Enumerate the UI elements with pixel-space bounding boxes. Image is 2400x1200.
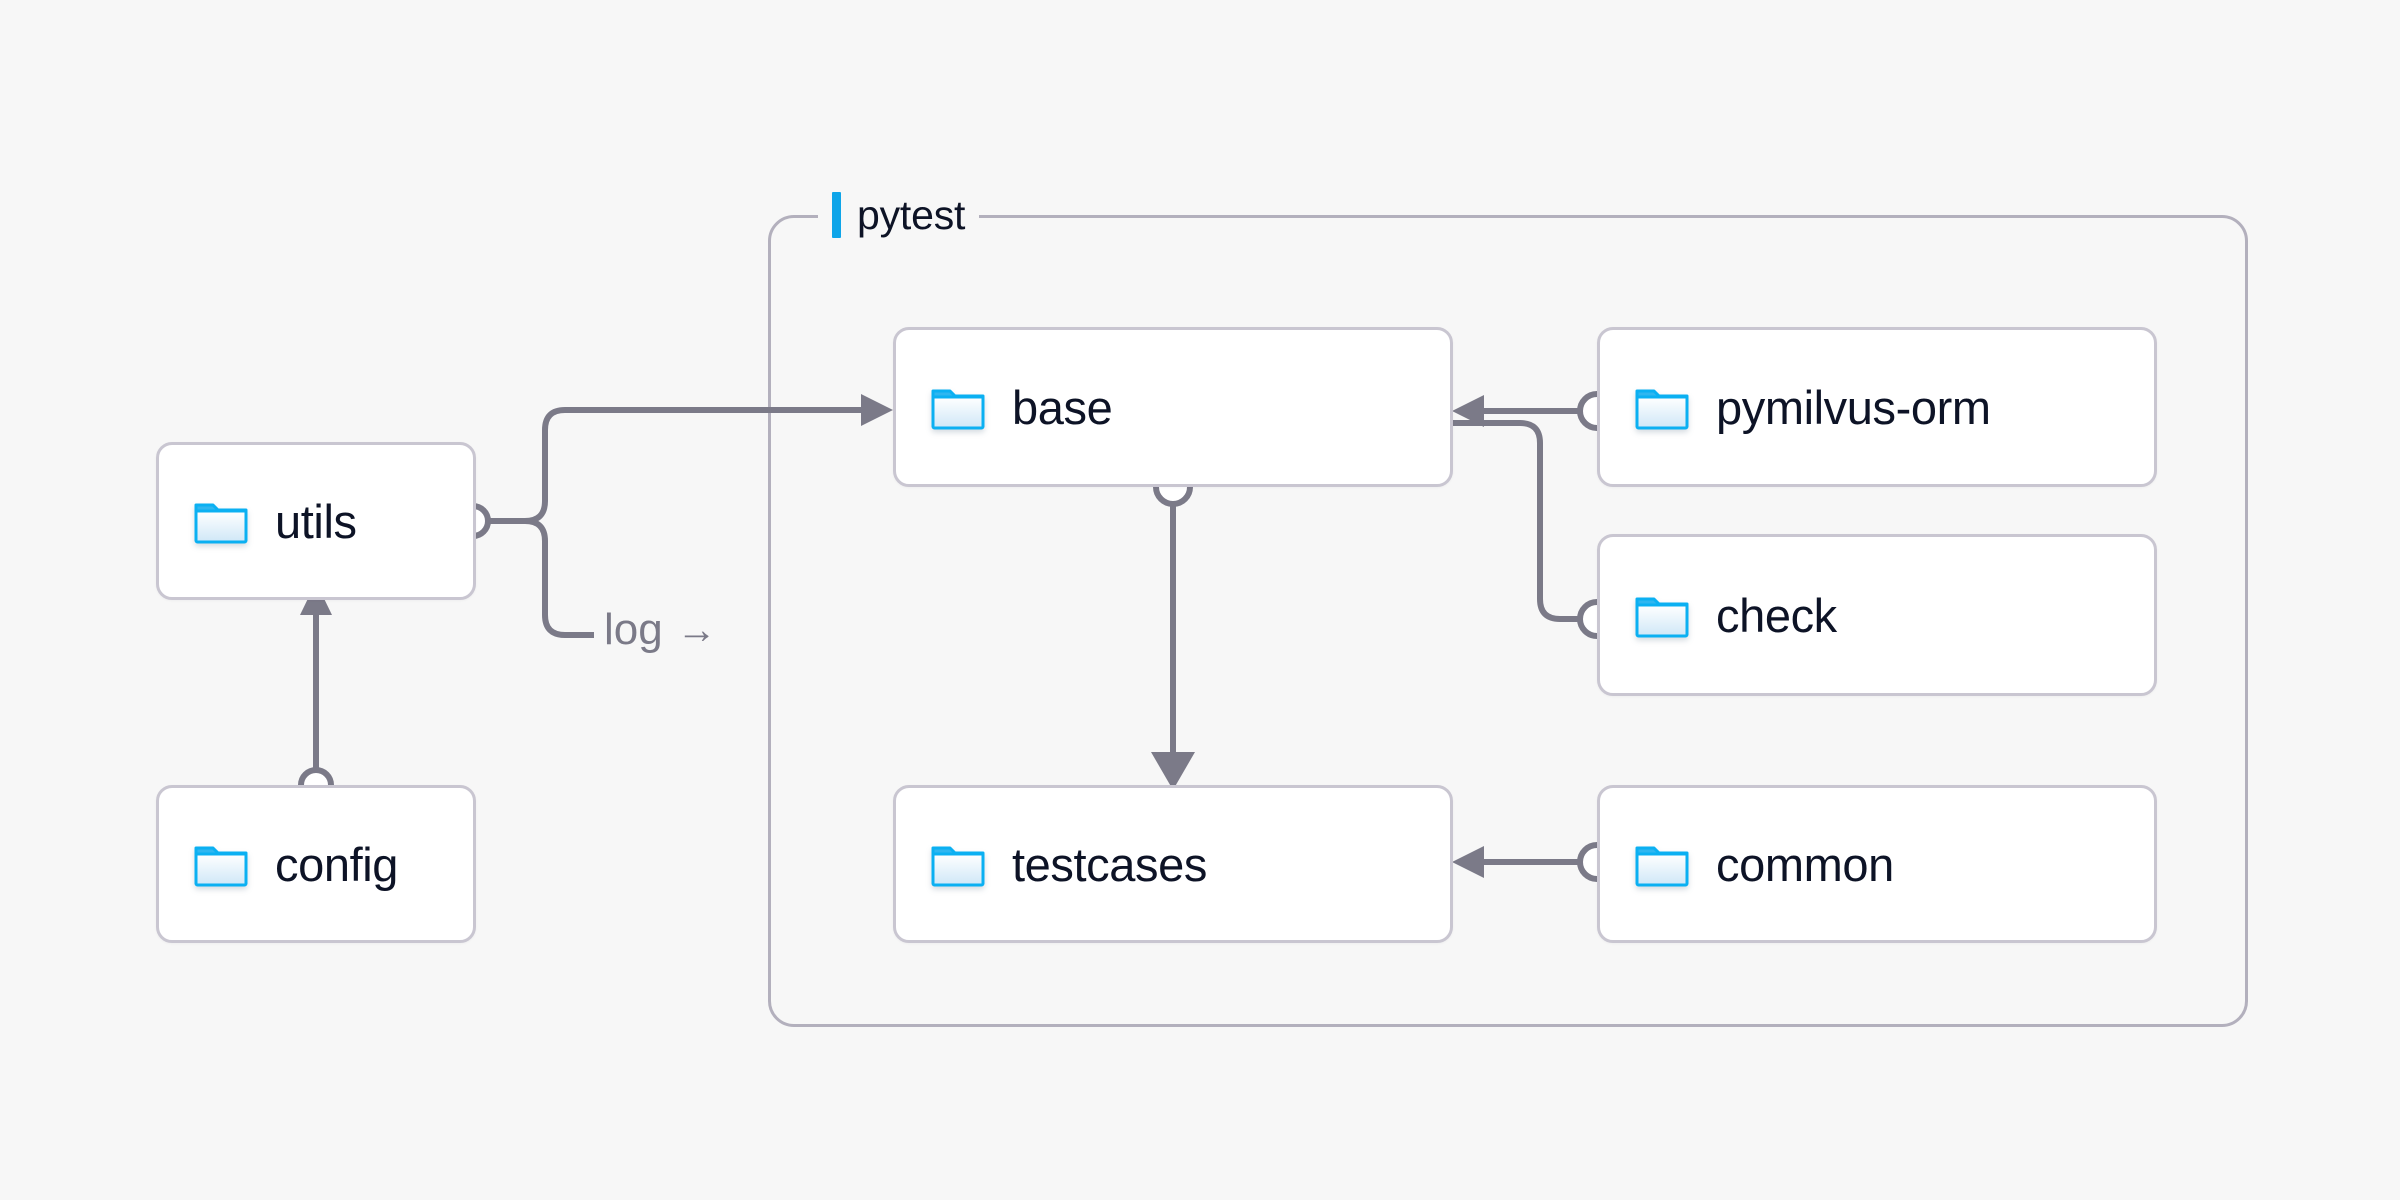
node-label: config — [275, 837, 399, 891]
node-base[interactable]: base — [893, 327, 1453, 487]
node-label: common — [1716, 837, 1894, 891]
node-testcases[interactable]: testcases — [893, 785, 1453, 943]
group-container-pytest — [768, 215, 2248, 1027]
folder-icon — [1634, 840, 1690, 888]
arrow-right-icon: → — [676, 608, 717, 652]
edge-label-log-text: log — [604, 605, 663, 654]
edge-utils-to-pytest-log — [489, 518, 594, 638]
folder-icon — [1634, 383, 1690, 431]
node-common[interactable]: common — [1597, 785, 2157, 943]
vertical-bar-icon — [832, 192, 841, 238]
node-label: pymilvus-orm — [1716, 380, 1991, 434]
node-config[interactable]: config — [156, 785, 476, 943]
edge-label-log: log → — [604, 608, 717, 652]
node-label: base — [1012, 380, 1113, 434]
folder-icon — [193, 497, 249, 545]
node-label: testcases — [1012, 837, 1207, 891]
group-label-pytest: pytest — [818, 191, 980, 238]
node-label: check — [1716, 588, 1837, 642]
folder-icon — [930, 383, 986, 431]
folder-icon — [930, 840, 986, 888]
edge-config-to-utils — [298, 582, 334, 803]
folder-icon — [193, 840, 249, 888]
node-pymilvus-orm[interactable]: pymilvus-orm — [1597, 327, 2157, 487]
node-label: utils — [275, 494, 357, 548]
node-utils[interactable]: utils — [156, 442, 476, 600]
node-check[interactable]: check — [1597, 534, 2157, 696]
group-title: pytest — [857, 191, 966, 238]
folder-icon — [1634, 591, 1690, 639]
